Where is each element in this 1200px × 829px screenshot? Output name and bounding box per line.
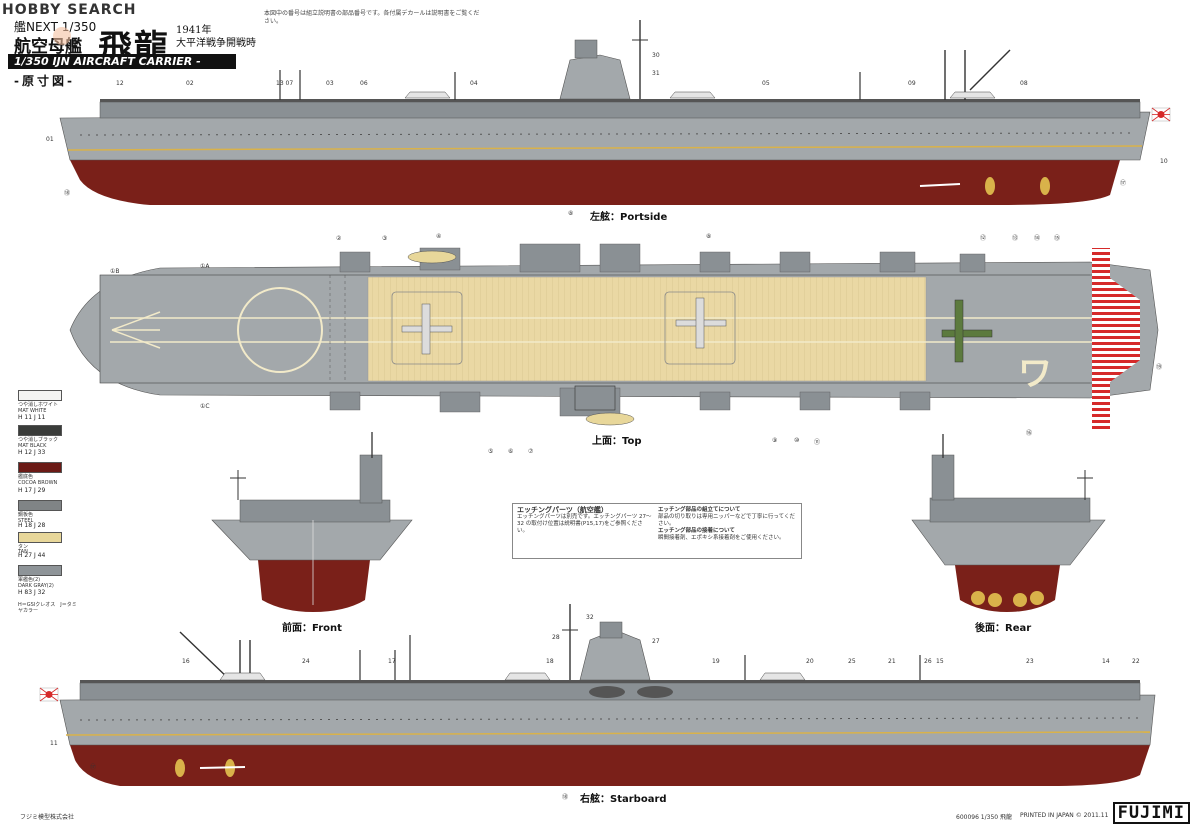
paint-swatch-steel: [18, 500, 62, 511]
rear-view: [911, 434, 1106, 612]
title-bar: 1/350 IJN AIRCRAFT CARRIER -HIRYU-: [8, 54, 236, 83]
portside-rising-sun-flag: [1151, 107, 1171, 122]
front-label: 前面：Front: [282, 623, 342, 634]
starboard-view: [39, 604, 1156, 786]
paint-swatch-cocoa-brown: [18, 462, 62, 473]
paint-swatch-dark-gray: [18, 565, 62, 576]
kit-scale: 艦NEXT 1/350: [14, 20, 97, 34]
footer-printed: PRINTED IN JAPAN © 2011.11: [1020, 812, 1109, 819]
svg-text:ワ: ワ: [1018, 354, 1052, 394]
paint-swatch-tan: [18, 532, 62, 543]
watermark: HOBBY SEARCH: [2, 2, 137, 18]
footer-code: 600096 1/350 飛龍: [956, 814, 1013, 821]
fujimi-logo: FUJIMI: [1112, 802, 1190, 824]
top-view: ワ: [69, 243, 1159, 430]
portside-view: [59, 20, 1171, 205]
starboard-rising-sun-flag: [39, 687, 59, 702]
ship-subtitle: 1941年大平洋戦争開戦時: [176, 25, 256, 49]
paint-swatch-mat-black: [18, 425, 62, 436]
top-stern-stripes: [1092, 248, 1110, 430]
rear-label: 後面：Rear: [975, 623, 1032, 634]
top-flight-deck-wood: [367, 276, 927, 382]
paint-swatch-mat-white: [18, 390, 62, 401]
starboard-label: 右舷：Starboard: [580, 794, 667, 805]
top-note: 本図中の番号は組立説明書の部品番号です。各付属デカールは説明書をご覧ください。: [264, 10, 480, 25]
paint-note: H＝GSIクレオス J＝タミヤカラー: [18, 602, 77, 614]
portside-upper-hull: [59, 111, 1151, 161]
full-size-label: -原寸図-: [14, 74, 75, 88]
top-label: 上面：Top: [592, 436, 642, 447]
portside-marker: ⑧: [568, 210, 574, 217]
header-emblem: [53, 27, 71, 45]
footer-company: フジミ模型株式会社: [20, 814, 75, 821]
front-view: [211, 432, 413, 612]
etching-parts-note: エッチングパーツ（航空艦） エッチングパーツは別売です。エッチングパーツ 27〜…: [512, 503, 802, 559]
portside-label: 左舷：Portside: [590, 212, 668, 223]
portside-island: [559, 54, 631, 100]
portside-lower-hull: [70, 160, 1120, 205]
